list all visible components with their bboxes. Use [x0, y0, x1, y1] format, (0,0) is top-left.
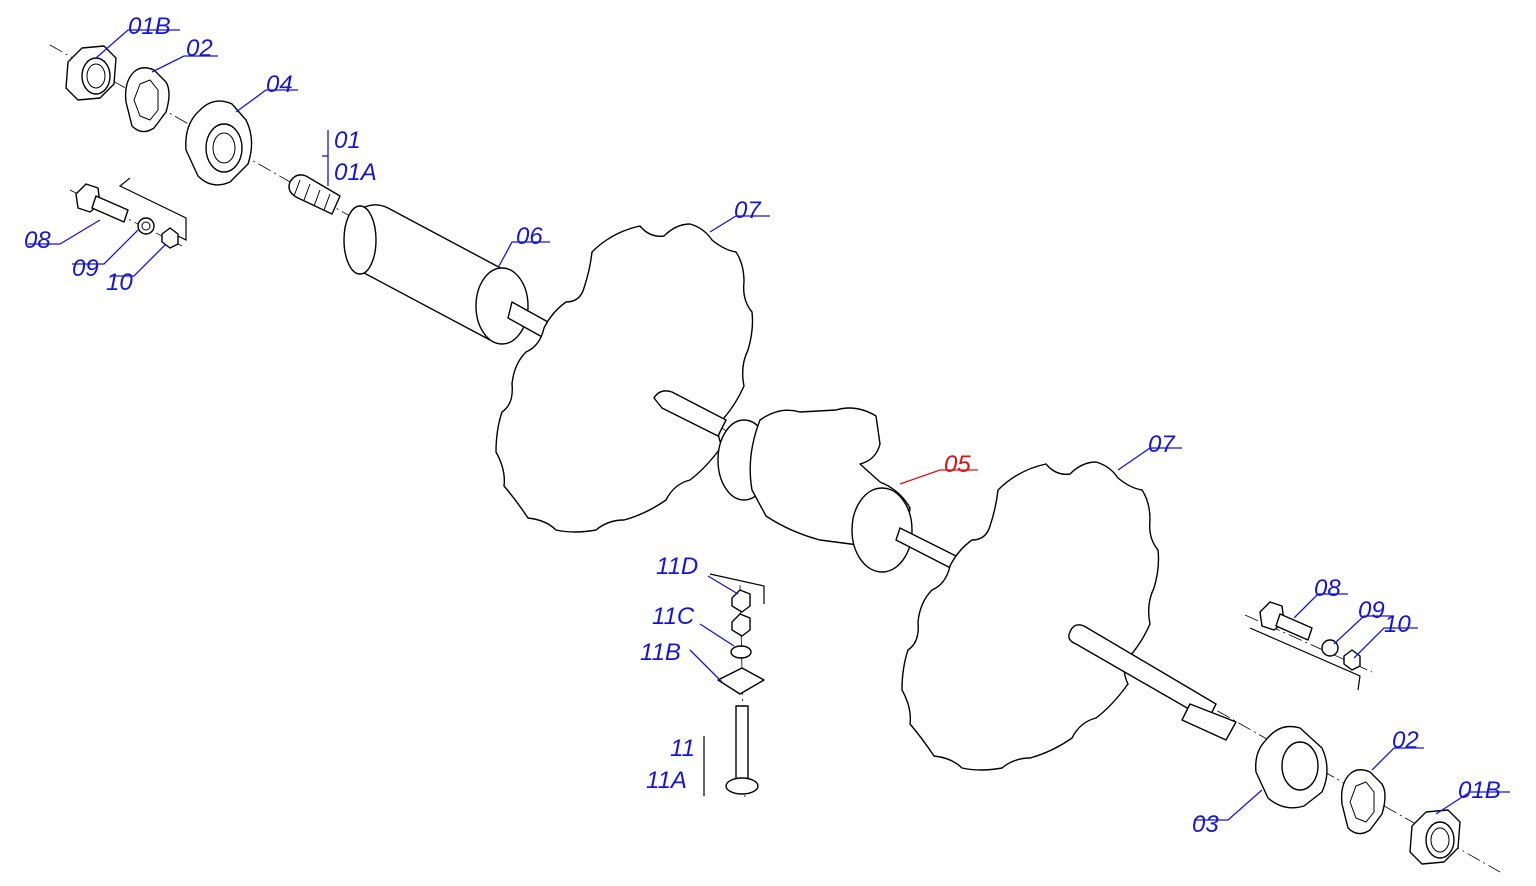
- leader-lines: [28, 29, 1510, 821]
- callout-03[interactable]: 03: [1192, 811, 1219, 838]
- callout-02-bottom[interactable]: 02: [1392, 727, 1419, 754]
- callout-11C[interactable]: 11C: [652, 603, 695, 630]
- callout-11A[interactable]: 11A: [646, 767, 687, 794]
- callout-01[interactable]: 01: [334, 127, 361, 154]
- bearing-housing-right-part: [1255, 725, 1328, 809]
- callout-01B-bottom[interactable]: 01B: [1458, 777, 1501, 804]
- callout-09-right[interactable]: 09: [1358, 597, 1385, 624]
- callout-11B[interactable]: 11B: [640, 639, 681, 666]
- notched-disc-left-part: [495, 223, 754, 533]
- flange-plate-top-part: [124, 67, 170, 133]
- central-bearing-block-part: [653, 390, 981, 581]
- callout-09-left[interactable]: 09: [72, 255, 99, 282]
- bearing-housing-top-part: [185, 100, 253, 186]
- shaft-threaded-end-part: [288, 174, 341, 215]
- callout-07-right[interactable]: 07: [1148, 431, 1176, 458]
- carriage-bolt-assembly-part: [703, 573, 765, 796]
- hex-nut-top-part: [65, 45, 117, 101]
- notched-disc-right-part: [901, 461, 1237, 771]
- callout-07-left[interactable]: 07: [734, 197, 762, 224]
- callout-11D[interactable]: 11D: [656, 553, 698, 580]
- spacer-tube-part: [343, 204, 549, 345]
- bolt-set-right-part: [1249, 601, 1361, 691]
- callout-01B-top[interactable]: 01B: [128, 13, 171, 40]
- callout-01A[interactable]: 01A: [334, 159, 377, 186]
- callout-02-top[interactable]: 02: [186, 35, 213, 62]
- callout-08-right[interactable]: 08: [1314, 575, 1341, 602]
- callout-06[interactable]: 06: [516, 223, 543, 250]
- callout-08-left[interactable]: 08: [24, 227, 51, 254]
- callout-11[interactable]: 11: [670, 735, 695, 762]
- callout-05[interactable]: 05: [944, 451, 971, 478]
- bolt-set-left-part: [75, 177, 187, 249]
- callout-10-left[interactable]: 10: [106, 269, 133, 296]
- callout-labels: 01B 02 04 01 01A 08 09 10 06 07 07 05 11…: [24, 13, 1501, 838]
- callout-04[interactable]: 04: [266, 71, 293, 98]
- hex-nut-bottom-part: [1409, 809, 1461, 865]
- flange-plate-bottom-part: [1340, 769, 1386, 835]
- callout-10-right[interactable]: 10: [1384, 611, 1411, 638]
